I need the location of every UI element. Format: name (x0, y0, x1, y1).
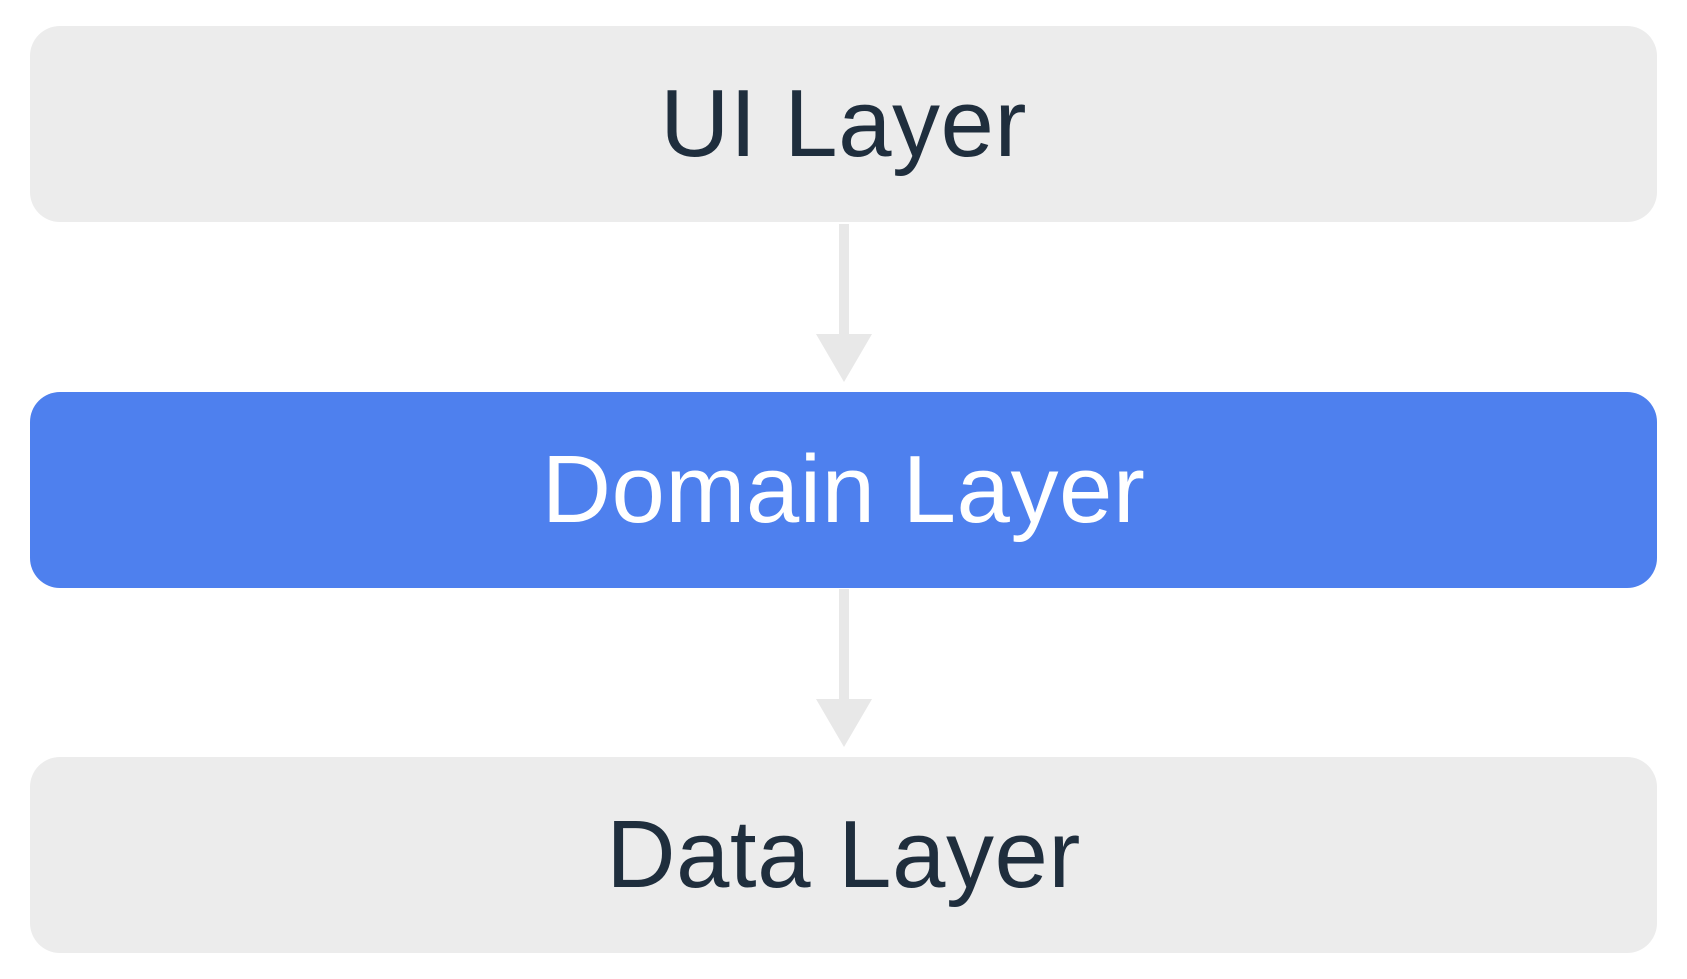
layer-box-data: Data Layer (30, 757, 1657, 953)
layer-label-data: Data Layer (606, 801, 1081, 908)
down-arrow-icon (815, 589, 872, 748)
down-arrow-icon (815, 223, 872, 382)
layer-label-domain: Domain Layer (541, 435, 1146, 543)
arrow-row-domain-to-data (30, 588, 1657, 758)
layer-box-domain: Domain Layer (30, 391, 1657, 588)
layer-box-ui: UI Layer (30, 26, 1657, 222)
layer-label-ui: UI Layer (660, 70, 1027, 177)
arrow-row-ui-to-domain (30, 222, 1657, 392)
